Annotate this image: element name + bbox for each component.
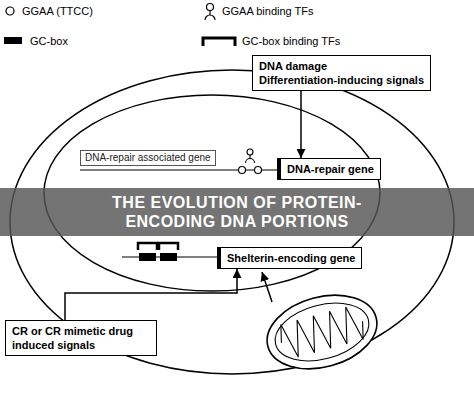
title-banner: THE EVOLUTION OF PROTEIN-ENCODING DNA PO… bbox=[0, 188, 474, 236]
gc-box-symbol bbox=[4, 37, 22, 44]
signal-arrow bbox=[262, 272, 272, 302]
gc-tf-symbol bbox=[203, 38, 235, 46]
ggaa-sites bbox=[239, 149, 262, 174]
legend-label: GGAA binding TFs bbox=[222, 4, 314, 18]
signal-arrow bbox=[65, 269, 237, 320]
node-text: Differentiation-inducing signals bbox=[259, 73, 424, 87]
gc-box-sites bbox=[138, 243, 178, 261]
gene-label-box: DNA-repair associated gene bbox=[80, 150, 216, 166]
node-text: CR or CR mimetic drug induced signals bbox=[12, 324, 150, 352]
gene-box: Shelterin-encoding gene bbox=[217, 247, 362, 269]
legend-label: GGAA (TTCC) bbox=[22, 4, 93, 18]
legend-label: GC-box binding TFs bbox=[242, 34, 340, 48]
node-text: DNA-repair associated gene bbox=[85, 152, 211, 164]
node-text: DNA-repair gene bbox=[287, 162, 374, 176]
dna-strand bbox=[80, 169, 277, 170]
signal-box: CR or CR mimetic drug induced signals bbox=[5, 320, 157, 356]
legend-label: GC-box bbox=[30, 34, 68, 48]
ggaa-tf-symbol bbox=[205, 4, 215, 21]
gene-box: DNA-repair gene bbox=[277, 158, 381, 180]
node-text: Shelterin-encoding gene bbox=[227, 251, 355, 265]
signal-arrow bbox=[300, 91, 302, 158]
signal-box: DNA damageDifferentiation-inducing signa… bbox=[252, 55, 431, 91]
title: THE EVOLUTION OF PROTEIN-ENCODING DNA PO… bbox=[67, 193, 407, 231]
ggaa-symbol bbox=[6, 7, 14, 15]
mitochondrion bbox=[259, 284, 385, 381]
node-text: DNA damage bbox=[259, 59, 424, 73]
